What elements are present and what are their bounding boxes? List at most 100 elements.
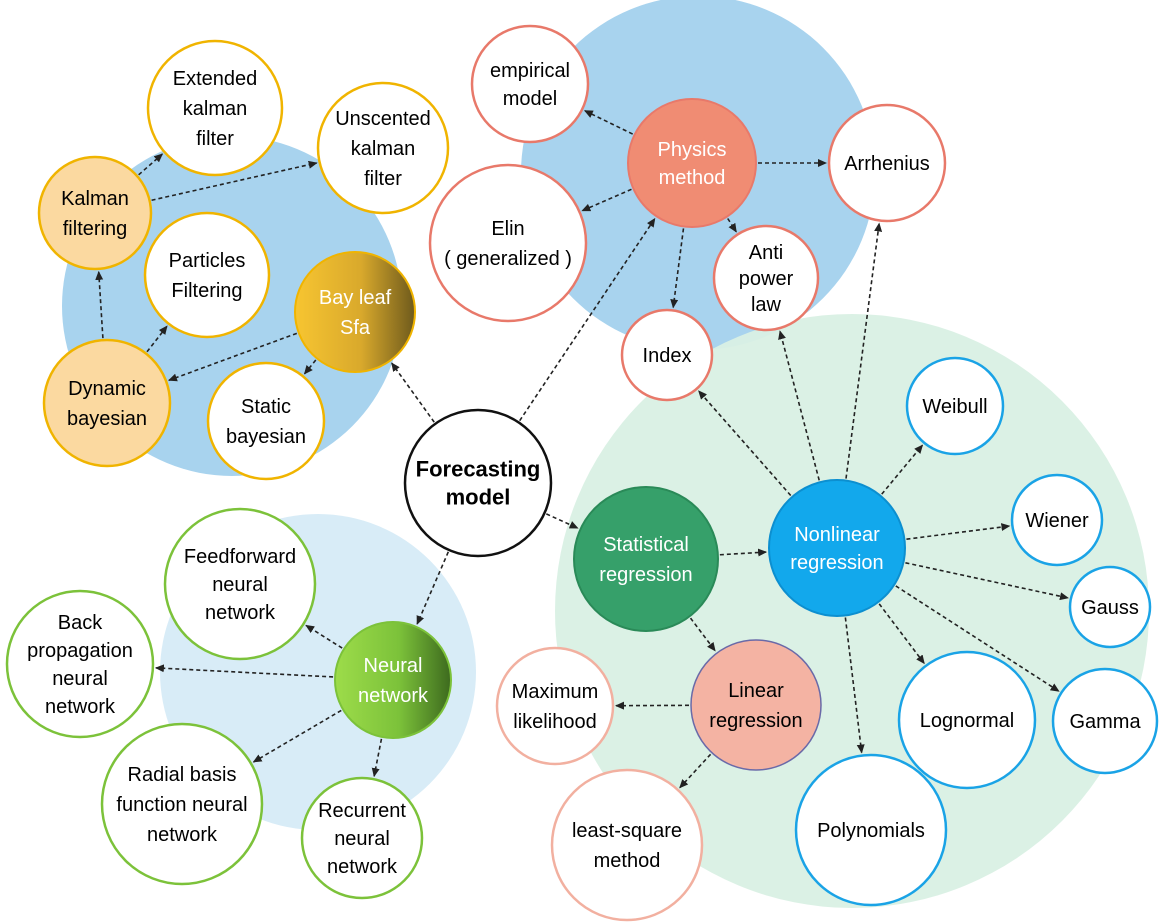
node-elin-circle [428, 163, 588, 323]
node-recurrent-label-line: Recurrent [318, 800, 406, 822]
node-backprop-label-line: propagation [27, 640, 133, 662]
node-dynbayes-circle [42, 338, 172, 468]
node-recurrent-label-line: network [327, 856, 398, 878]
node-lognormal-label-line: Lognormal [920, 710, 1015, 732]
node-gamma-label-line: Gamma [1069, 711, 1141, 733]
edge-nonlinear-to-index [698, 390, 792, 497]
node-neural-label-line: network [358, 685, 429, 707]
edge-bayleaf-to-staticbayes [303, 359, 317, 375]
node-neural-circle [334, 621, 452, 739]
node-neural-label-line: Neural [364, 655, 423, 677]
node-forecasting-label-line: model [446, 485, 511, 510]
node-linear-label-line: regression [709, 710, 802, 732]
edge-kalman-to-ekf [138, 153, 164, 176]
node-staticbayes-label-line: Static [241, 396, 291, 418]
edge-physics-to-empirical [583, 110, 634, 135]
node-gauss: Gauss [1068, 565, 1152, 649]
node-backprop-label-line: neural [52, 668, 108, 690]
node-lognormal-circle [897, 650, 1037, 790]
node-wiener-circle [1010, 473, 1104, 567]
node-kalman-label-line: filtering [63, 218, 127, 240]
edge-physics-to-elin [581, 188, 632, 212]
edge-neural-to-backprop [154, 664, 334, 678]
node-leastsq-label-line: least-square [572, 820, 682, 842]
edge-physics-to-antipower [727, 218, 737, 233]
edge-physics-to-index [670, 228, 685, 309]
node-gauss-label-line: Gauss [1081, 597, 1139, 619]
edge-nonlinear-to-antipower [778, 330, 820, 481]
node-antipower-label-line: law [751, 294, 782, 316]
node-gamma-circle [1051, 667, 1159, 775]
node-feedforward-label-line: network [205, 602, 276, 624]
node-elin-label-line: ( generalized ) [444, 248, 572, 270]
node-lognormal: Lognormal [897, 650, 1037, 790]
node-bayleaf-circle [294, 251, 416, 373]
node-forecasting-label-line: Forecasting [416, 457, 541, 482]
node-gamma: Gamma [1051, 667, 1159, 775]
node-nonlinear-circle [768, 479, 906, 617]
edge-nonlinear-to-weibull [881, 444, 924, 495]
node-staticbayes-circle [206, 361, 326, 481]
edge-forecasting-to-bayleaf [391, 362, 435, 423]
node-empirical-label-line: empirical [490, 60, 570, 82]
node-arrhenius: Arrhenius [827, 103, 947, 223]
node-rbf-label-line: network [147, 824, 218, 846]
node-antipower-label-line: Anti [749, 242, 783, 264]
node-empirical-circle [470, 24, 590, 144]
edge-statistical-to-nonlinear [719, 548, 768, 557]
edge-forecasting-to-neural [416, 551, 450, 625]
node-weibull-circle [905, 356, 1005, 456]
node-weibull-label-line: Weibull [922, 396, 987, 418]
node-recurrent-circle [300, 776, 424, 900]
node-physics-label-line: method [659, 167, 726, 189]
node-polynomials-circle [794, 753, 948, 907]
node-linear-circle [690, 639, 822, 771]
edge-nonlinear-to-wiener [906, 523, 1011, 540]
node-elin: Elin( generalized ) [428, 163, 588, 323]
node-antipower-circle [712, 224, 820, 332]
node-gauss-circle [1068, 565, 1152, 649]
node-ekf-label-line: filter [196, 128, 234, 150]
node-wiener-label-line: Wiener [1025, 510, 1089, 532]
node-antipower-label-line: power [739, 268, 794, 290]
node-nonlinear-label-line: Nonlinear [794, 524, 880, 546]
node-rbf-label-line: function neural [116, 794, 247, 816]
node-statistical-circle [573, 486, 719, 632]
node-empirical-label-line: model [503, 88, 557, 110]
node-particles-circle [143, 211, 271, 339]
edges [95, 110, 1069, 789]
node-index: Index [620, 308, 714, 402]
node-particles-label-line: Filtering [171, 280, 242, 302]
edge-neural-to-rbf [252, 709, 342, 763]
node-weibull: Weibull [905, 356, 1005, 456]
node-rbf-label-line: Radial basis [128, 764, 237, 786]
edge-forecasting-to-statistical [546, 513, 579, 529]
node-maxlik-label-line: likelihood [513, 711, 596, 733]
node-ekf-circle [146, 39, 284, 177]
node-feedforward-label-line: Feedforward [184, 546, 296, 568]
edge-nonlinear-to-arrhenius [845, 222, 883, 479]
node-ekf-label-line: kalman [183, 98, 247, 120]
node-empirical: empirical model [470, 24, 590, 144]
node-polynomials: Polynomials [794, 753, 948, 907]
node-backprop-circle [5, 589, 155, 739]
node-statistical-label-line: regression [599, 564, 692, 586]
edge-nonlinear-to-polynomials [844, 617, 865, 754]
edge-neural-to-recurrent [371, 738, 383, 778]
node-index-label-line: Index [643, 345, 692, 367]
edge-dynbayes-to-particles [146, 325, 168, 353]
edge-bayleaf-to-dynbayes [168, 332, 298, 382]
edge-forecasting-to-physics [519, 217, 656, 422]
